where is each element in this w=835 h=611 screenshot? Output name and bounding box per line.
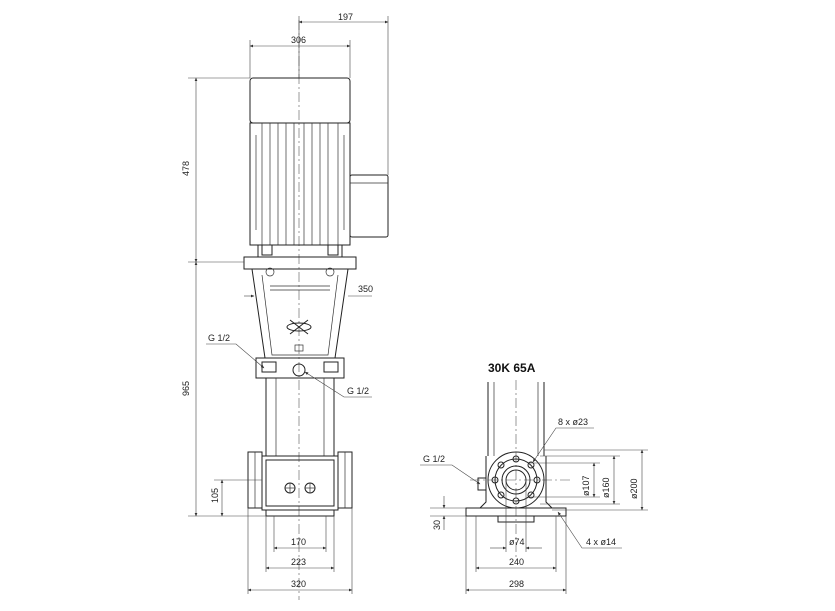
side-base — [478, 456, 554, 509]
rotation-mark — [286, 319, 312, 335]
dim-d107: ø107 — [581, 475, 591, 496]
dim-350: 350 — [358, 284, 373, 294]
base-foot — [265, 509, 335, 517]
label-g12-side: G 1/2 — [423, 454, 445, 464]
side-foot-center — [497, 515, 535, 523]
dim-105: 105 — [210, 488, 220, 503]
dim-30: 30 — [432, 520, 442, 530]
side-view: 30K 65A G 1/2 — [420, 361, 648, 594]
flange-bolt-left — [261, 244, 273, 256]
vent-plug-right — [323, 361, 339, 373]
dim-197: 197 — [338, 12, 353, 22]
base-inner — [265, 459, 335, 507]
dim-d160: ø160 — [601, 477, 611, 498]
vent-screw — [292, 363, 306, 377]
motor-body — [249, 122, 351, 246]
terminal-box — [349, 174, 389, 238]
pump-base — [261, 455, 339, 511]
dim-240: 240 — [509, 557, 524, 567]
label-holes-4x14: 4 x ø14 — [586, 537, 616, 547]
flange-bolt-circle — [494, 458, 538, 502]
label-g12-top: G 1/2 — [208, 333, 230, 343]
label-holes-8x23: 8 x ø23 — [558, 417, 588, 427]
model-title: 30K 65A — [488, 361, 536, 375]
flange-outer — [487, 451, 545, 509]
pump-head-plate — [243, 256, 357, 270]
dim-d200: ø200 — [629, 478, 639, 499]
dim-965: 965 — [181, 381, 191, 396]
dim-306: 306 — [291, 35, 306, 45]
label-g12-bottom: G 1/2 — [347, 386, 369, 396]
flange-bolt-right — [327, 244, 339, 256]
shaft-seal — [294, 344, 304, 352]
dim-170: 170 — [291, 537, 306, 547]
bolt-left — [265, 267, 275, 277]
pump-head — [255, 357, 345, 379]
vent-plug-left — [261, 361, 277, 373]
dim-478: 478 — [181, 161, 191, 176]
coupling-lantern — [251, 268, 349, 359]
flange-bore — [501, 465, 531, 495]
front-view: 197 306 478 965 350 105 170 223 — [181, 12, 389, 600]
dim-d74: ø74 — [509, 537, 525, 547]
flange-bolt-holes — [491, 455, 541, 505]
motor-fan-cover — [249, 77, 351, 124]
motor-cooling-fins — [255, 123, 345, 245]
lantern-inner — [261, 274, 339, 356]
dim-320: 320 — [291, 579, 306, 589]
bolt-right — [325, 267, 335, 277]
dim-298: 298 — [509, 579, 524, 589]
dim-223: 223 — [291, 557, 306, 567]
